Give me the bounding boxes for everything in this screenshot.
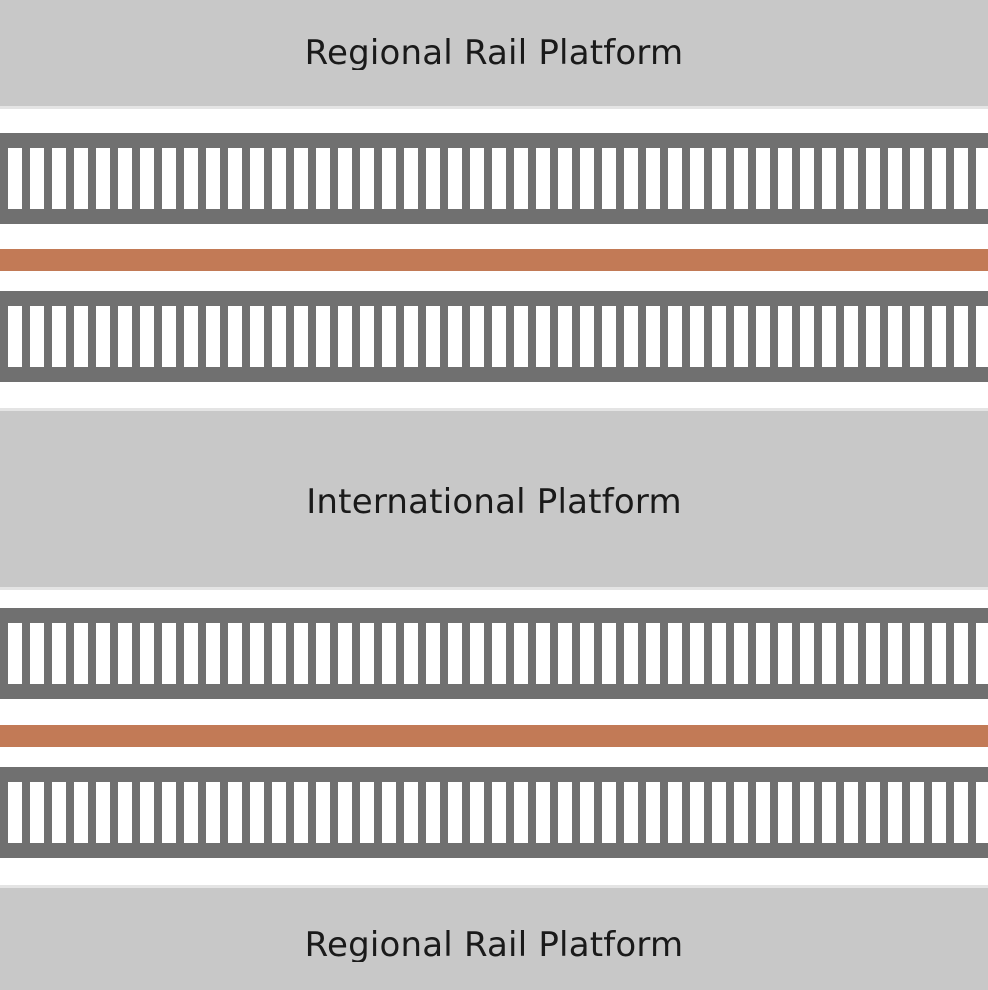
track-3-rail-bottom bbox=[0, 684, 988, 699]
track-4-rail-top bbox=[0, 767, 988, 782]
platform-edge-center-south bbox=[0, 587, 988, 590]
platform-edge-south bbox=[0, 885, 988, 888]
regional-rail-platform-north: Regional Rail Platform bbox=[0, 0, 988, 106]
track-4-rail-bottom bbox=[0, 843, 988, 858]
track-divider-upper bbox=[0, 249, 988, 271]
track-4-ties bbox=[0, 782, 988, 843]
track-2-rail-bottom bbox=[0, 367, 988, 382]
track-3-rail-top bbox=[0, 608, 988, 623]
platform-edge-north bbox=[0, 106, 988, 109]
track-1-rail-bottom bbox=[0, 209, 988, 224]
platform-label-north: Regional Rail Platform bbox=[304, 36, 684, 70]
track-2-ties bbox=[0, 306, 988, 367]
track-3-ties bbox=[0, 623, 988, 684]
international-platform: International Platform bbox=[0, 411, 988, 587]
platform-edge-center-north bbox=[0, 408, 988, 411]
platform-label-south: Regional Rail Platform bbox=[304, 928, 684, 962]
track-2-rail-top bbox=[0, 291, 988, 306]
regional-rail-platform-south: Regional Rail Platform bbox=[0, 888, 988, 990]
track-divider-lower bbox=[0, 725, 988, 747]
track-1-rail-top bbox=[0, 133, 988, 148]
platform-label-international: International Platform bbox=[306, 482, 682, 522]
track-1-ties bbox=[0, 148, 988, 209]
